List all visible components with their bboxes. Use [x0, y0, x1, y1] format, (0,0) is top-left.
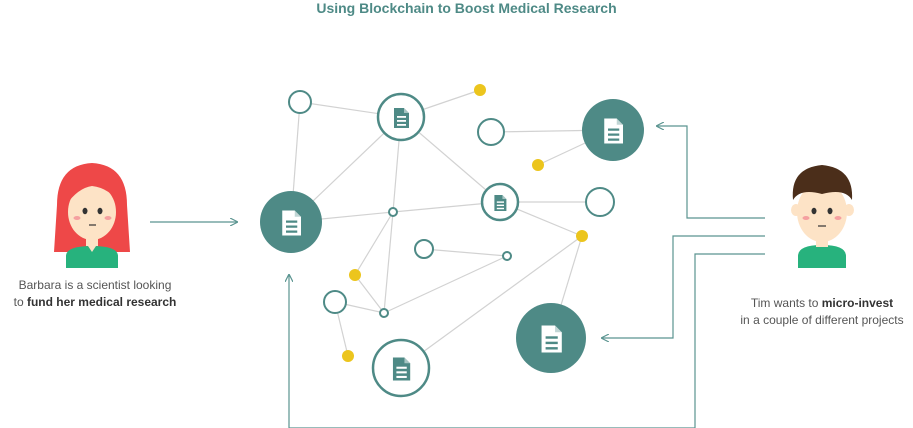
document-node-outlined [480, 182, 520, 222]
network-nodes [288, 90, 615, 318]
barbara-caption-emphasis: fund her medical research [26, 295, 177, 309]
node-hollow [323, 290, 347, 314]
barbara-caption-line1: Barbara is a scientist looking [18, 278, 172, 292]
document-node-filled [516, 303, 586, 373]
node-small [388, 207, 398, 217]
tim-caption-line2: in a couple of different projects [740, 313, 904, 327]
gold-dot [532, 159, 544, 171]
gold-dots [342, 84, 588, 362]
node-small [379, 308, 389, 318]
gold-dot [576, 230, 588, 242]
node-small [502, 251, 512, 261]
page-title: Using Blockchain to Boost Medical Resear… [316, 0, 617, 16]
gold-dot [342, 350, 354, 362]
tim-caption-line1: Tim wants to micro-invest [722, 295, 913, 312]
document-icon [394, 108, 409, 128]
tim-caption-emphasis: micro-invest [821, 296, 894, 310]
document-node-outlined [371, 338, 431, 398]
document-node-outlined [376, 92, 426, 142]
document-node-filled [582, 99, 644, 161]
document-icon [282, 210, 301, 236]
node-hollow [288, 90, 312, 114]
node-hollow [477, 118, 505, 146]
barbara-caption: Barbara is a scientist looking to fund h… [0, 277, 190, 311]
document-icon [392, 357, 411, 381]
arrow-tim-to-bottom-project [602, 235, 765, 338]
barbara-caption-line2: to fund her medical research [0, 294, 190, 311]
document-icon [494, 195, 507, 211]
node-hollow [414, 239, 434, 259]
node-hollow [585, 187, 615, 217]
gold-dot [474, 84, 486, 96]
tim-caption-prefix: Tim wants to [750, 296, 822, 310]
tim-avatar [791, 165, 854, 268]
arrow-tim-to-barbara-project [289, 253, 765, 428]
document-icon [604, 118, 623, 144]
gold-dot [349, 269, 361, 281]
barbara-caption-prefix: to [13, 295, 27, 309]
arrow-tim-to-top-project [657, 126, 765, 219]
tim-caption: Tim wants to micro-invest in a couple of… [722, 295, 913, 329]
barbara-avatar [54, 163, 130, 268]
document-icon [541, 325, 562, 353]
document-node-filled [260, 191, 322, 253]
flow-arrows [150, 126, 765, 428]
